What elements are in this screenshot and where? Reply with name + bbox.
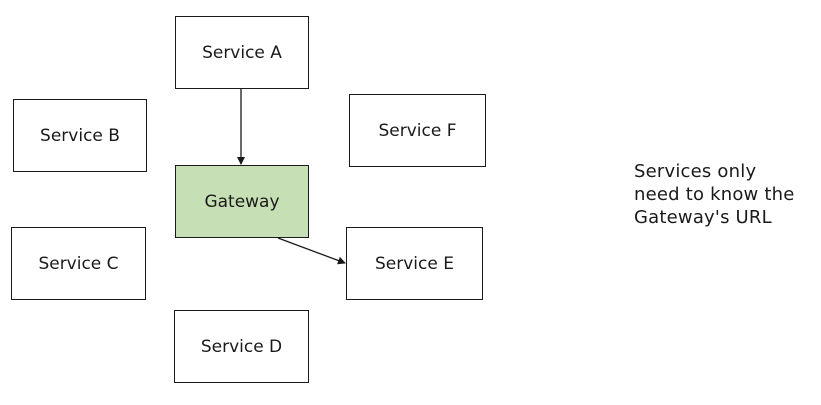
service-a-box: Service A	[175, 16, 309, 89]
service-d-box: Service D	[174, 310, 309, 383]
service-b-box: Service B	[13, 99, 147, 172]
service-c-box: Service C	[11, 227, 146, 300]
service-f-box: Service F	[349, 94, 486, 167]
service-b-label: Service B	[40, 125, 120, 146]
service-d-label: Service D	[200, 336, 283, 357]
service-f-label: Service F	[378, 120, 457, 141]
gateway-note: Services only need to know the Gateway's…	[634, 160, 814, 229]
service-e-label: Service E	[375, 253, 454, 274]
gateway-label: Gateway	[204, 191, 280, 212]
note-line-2: need to know the	[634, 184, 795, 205]
note-line-3: Gateway's URL	[634, 207, 772, 228]
service-c-label: Service C	[38, 253, 119, 274]
service-e-box: Service E	[346, 227, 483, 300]
service-a-label: Service A	[202, 42, 282, 63]
note-line-1: Services only	[634, 161, 757, 182]
gateway-box: Gateway	[175, 165, 309, 238]
arrow-gateway-to-service-e	[277, 237, 346, 265]
